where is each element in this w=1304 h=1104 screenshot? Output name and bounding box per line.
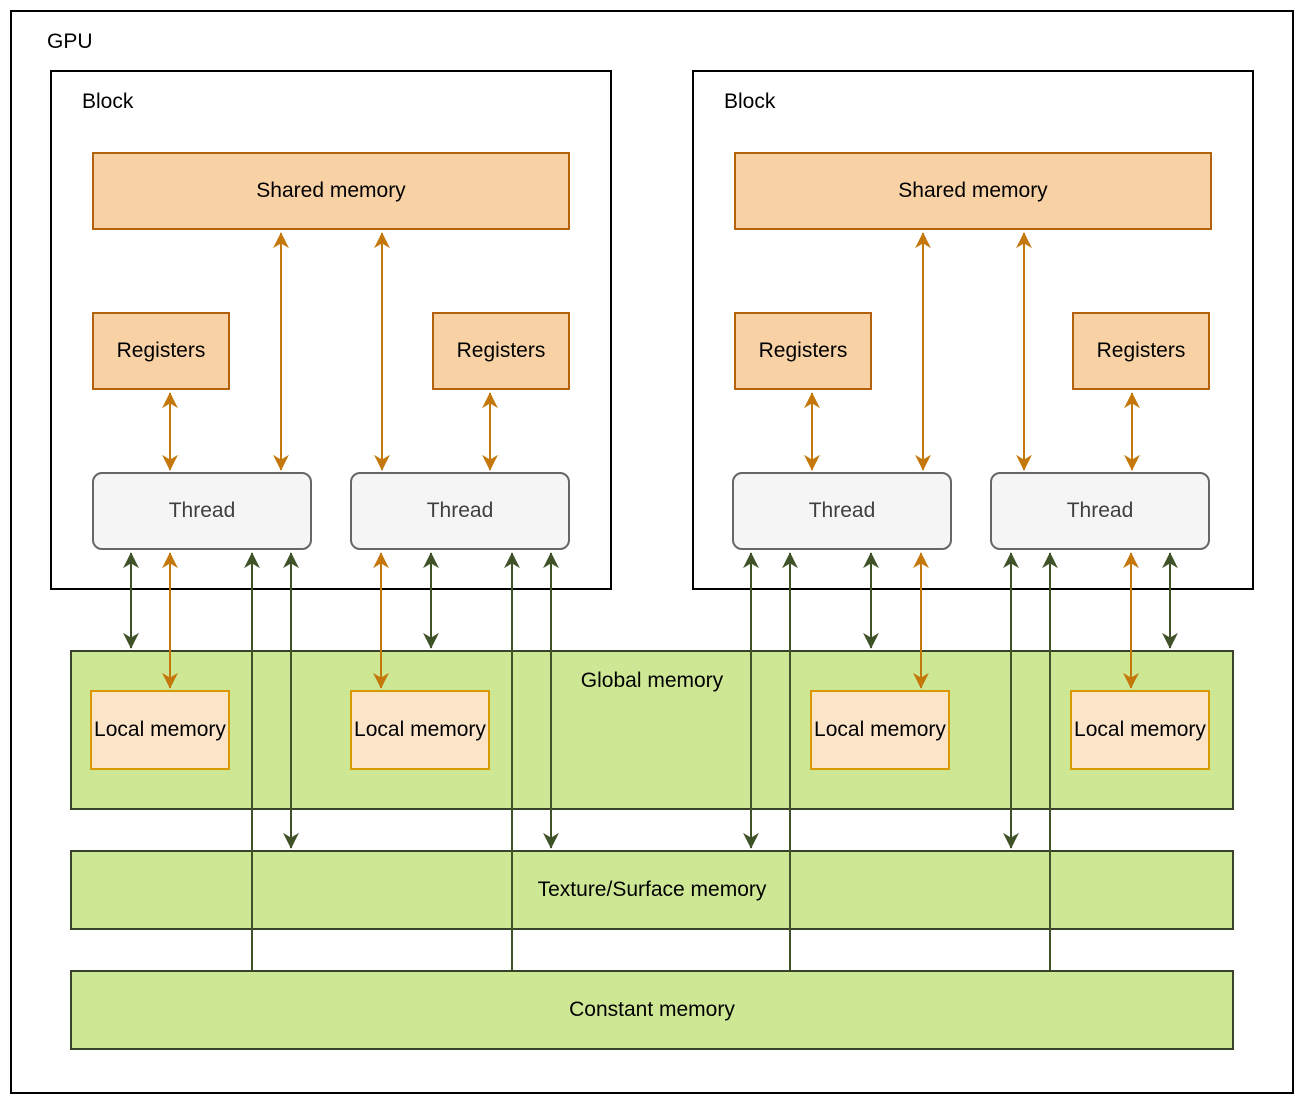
thread-box-2a: Thread — [732, 472, 952, 550]
shared-memory-box-1: Shared memory — [92, 152, 570, 230]
gpu-label: GPU — [47, 30, 93, 53]
block-2-label: Block — [724, 90, 776, 113]
local-memory-box-2: Local memory — [350, 690, 490, 770]
global-memory-band: Global memory — [70, 650, 1234, 810]
thread-box-1a: Thread — [92, 472, 312, 550]
constant-memory-band: Constant memory — [70, 970, 1234, 1050]
thread-box-2b: Thread — [990, 472, 1210, 550]
block-1-label: Block — [82, 90, 134, 113]
shared-memory-box-2: Shared memory — [734, 152, 1212, 230]
global-memory-label: Global memory — [580, 669, 724, 692]
registers-box-2b: Registers — [1072, 312, 1210, 390]
local-memory-box-3: Local memory — [810, 690, 950, 770]
texture-surface-memory-band: Texture/Surface memory — [70, 850, 1234, 930]
local-memory-box-4: Local memory — [1070, 690, 1210, 770]
registers-box-1b: Registers — [432, 312, 570, 390]
registers-box-1a: Registers — [92, 312, 230, 390]
registers-box-2a: Registers — [734, 312, 872, 390]
local-memory-box-1: Local memory — [90, 690, 230, 770]
thread-box-1b: Thread — [350, 472, 570, 550]
